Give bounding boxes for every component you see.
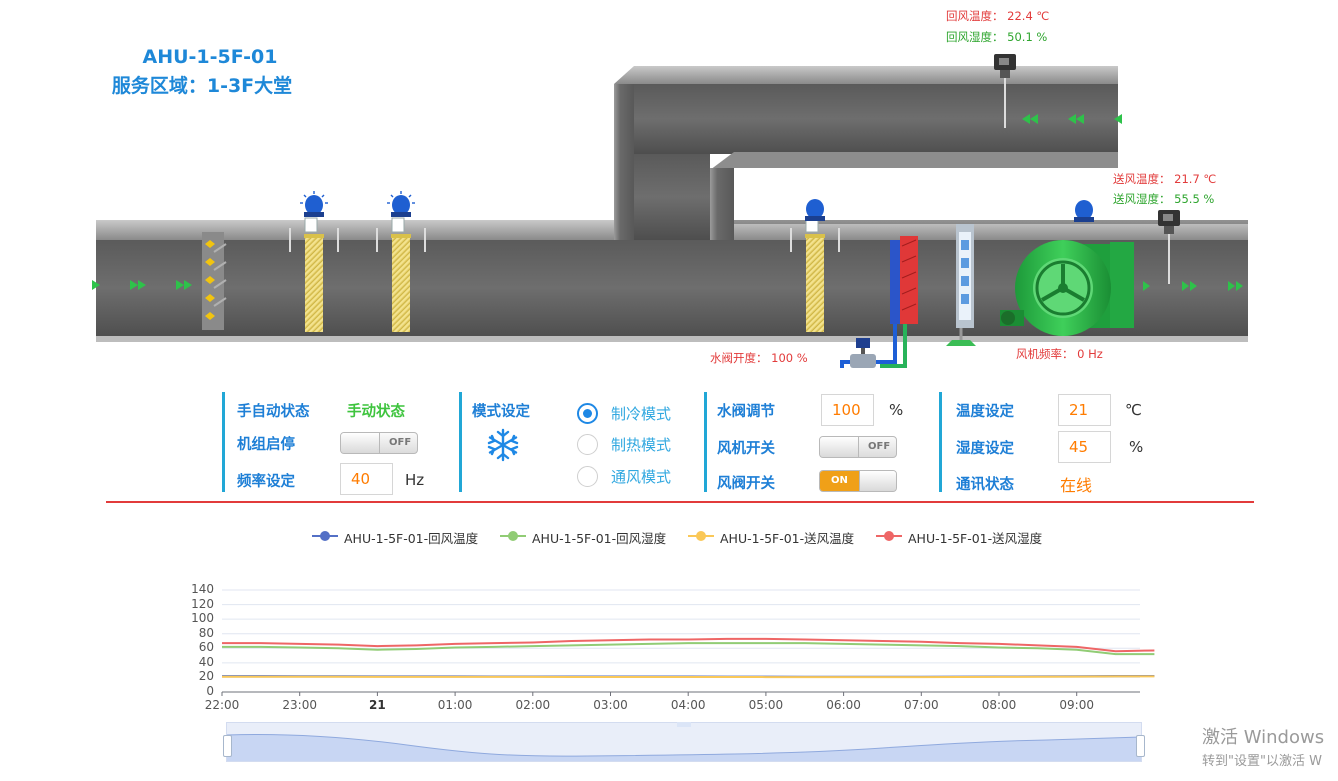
x-tick-label: 09:00 [1059,698,1094,712]
mode-cooling-radio[interactable] [577,403,598,424]
data-zoom-slider[interactable] [223,722,1145,762]
supply-temp-readout: 送风温度： 21.7 ℃ [1113,172,1217,186]
damper-switch-toggle[interactable]: ON [819,470,897,492]
mode-ventilation-radio[interactable] [577,466,598,487]
y-tick-label: 120 [191,596,214,611]
legend-symbol-3[interactable] [688,531,714,541]
legend-label-3[interactable]: AHU-1-5F-01-送风温度 [720,531,855,546]
x-tick-label: 08:00 [981,698,1017,712]
supply-air-sensor-icon [1158,210,1180,284]
auto-manual-label: 手自动状态 [237,404,310,420]
activation-watermark-subtitle: 转到"设置"以激活 W [1202,754,1322,769]
chart-legend: AHU-1-5F-01-回风温度 AHU-1-5F-01-回风湿度 AHU-1-5F… [0,528,1338,548]
legend-label-2[interactable]: AHU-1-5F-01-回风湿度 [532,531,667,546]
humidity-setting-label: 湿度设定 [956,441,1014,457]
fan-switch-toggle[interactable]: OFF [819,436,897,458]
fan-switch-label: 风机开关 [717,441,775,457]
fan-icon [1000,200,1134,336]
filter-2-icon [376,191,426,332]
x-tick-label: 02:00 [515,698,551,712]
x-tick-label: 05:00 [748,698,784,712]
temp-setting-input[interactable]: 21 [1058,394,1111,426]
mode-cooling-label[interactable]: 制冷模式 [611,405,672,423]
supply-humidity-readout: 送风湿度： 55.5 % [1113,192,1215,206]
humidity-setting-input[interactable]: 45 [1058,431,1111,463]
fan-frequency-readout: 风机频率： 0 Hz [1016,347,1103,361]
zoom-handle-right[interactable] [1136,735,1145,757]
series-line-4[interactable] [222,637,1155,653]
x-tick-label: 01:00 [437,698,473,712]
activation-watermark-title: 激活 Windows [1202,727,1325,748]
valve-adjust-label: 水阀调节 [717,404,775,420]
return-temp-readout: 回风温度： 22.4 ℃ [946,9,1050,23]
x-tick-label: 23:00 [282,698,317,712]
series-line-3[interactable] [222,675,1155,679]
damper-switch-state: ON [831,475,848,486]
valve-adjust-input[interactable]: 100 [821,394,874,426]
freq-unit: Hz [405,471,425,489]
zoom-preview [226,734,1142,761]
trend-chart [221,589,1155,696]
x-tick-label: 22:00 [204,698,240,712]
temp-unit: ℃ [1125,401,1142,419]
x-tick-label: 21 [369,698,386,712]
filter-3-icon [790,199,840,332]
ahu-duct-diagram [92,54,1248,368]
mode-heating-label[interactable]: 制热模式 [611,436,672,454]
snowflake-icon [487,428,519,462]
mode-heating-radio[interactable] [577,434,598,455]
damper-switch-label: 风阀开关 [717,476,775,492]
unit-title: AHU-1-5F-01 [142,46,278,68]
panel-divider [939,392,942,492]
unit-start-stop-state: OFF [389,437,412,448]
humidity-unit: % [1129,438,1144,456]
damper-icon [202,232,227,330]
valve-opening-readout: 水阀开度： 100 % [710,351,808,365]
comm-status-label: 通讯状态 [956,477,1014,493]
panel-divider [222,392,225,492]
zoom-handle-left[interactable] [223,735,232,757]
panel-divider [459,392,462,492]
y-tick-label: 100 [191,611,214,626]
unit-start-stop-toggle[interactable]: OFF [340,432,418,454]
service-area: 服务区域：1-3F大堂 [111,75,293,97]
x-tick-label: 07:00 [904,698,939,712]
auto-manual-status: 手动状态 [347,404,405,420]
legend-symbol-4[interactable] [876,531,902,541]
legend-label-4[interactable]: AHU-1-5F-01-送风湿度 [908,531,1043,546]
y-tick-label: 20 [198,669,214,684]
series-line-2[interactable] [222,642,1155,656]
valve-unit: % [889,401,904,419]
filter-1-icon [289,191,339,332]
panel-divider [704,392,707,492]
airflow-arrows-icon [92,114,1243,291]
y-tick-label: 0 [206,684,214,698]
legend-symbol-2[interactable] [500,531,526,541]
zoom-grip-icon[interactable] [677,722,691,727]
y-tick-label: 140 [191,582,214,596]
x-tick-label: 04:00 [670,698,706,712]
return-air-sensor-icon [994,54,1016,128]
temp-setting-label: 温度设定 [956,404,1014,420]
freq-setting-input[interactable]: 40 [340,463,393,495]
unit-start-stop-label: 机组启停 [237,437,295,453]
coil-icon [840,236,918,368]
comm-status-value: 在线 [1060,476,1093,495]
humidifier-icon [946,224,976,346]
fan-switch-state: OFF [868,441,891,452]
x-tick-label: 06:00 [826,698,861,712]
legend-symbol-1[interactable] [312,531,338,541]
legend-label-1[interactable]: AHU-1-5F-01-回风温度 [344,531,479,546]
mode-ventilation-label[interactable]: 通风模式 [611,468,672,486]
y-tick-label: 60 [198,640,214,655]
mode-setting-label: 模式设定 [472,404,530,420]
section-divider-line [106,501,1254,503]
y-tick-label: 40 [198,654,214,669]
water-valve-icon [850,338,876,368]
x-tick-label: 03:00 [593,698,628,712]
return-humidity-readout: 回风湿度： 50.1 % [946,30,1048,44]
y-tick-label: 80 [198,625,214,640]
freq-setting-label: 频率设定 [237,474,295,490]
